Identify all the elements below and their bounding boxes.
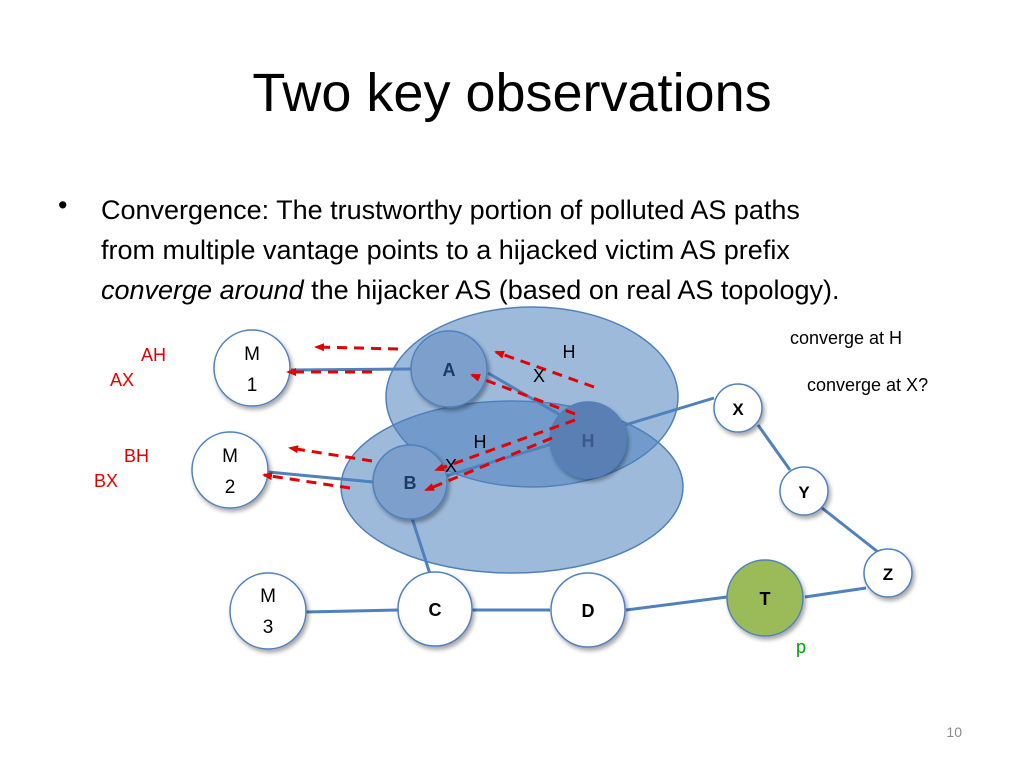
note-converge-at-h: converge at H: [790, 328, 902, 348]
link-y-z: [821, 506, 879, 554]
arrow-h-a-top: [494, 350, 595, 389]
arrow-a-m1-top: [314, 343, 399, 352]
bullet-line-2: from multiple vantage points to a hijack…: [101, 235, 790, 265]
node-m3: [229, 572, 307, 650]
path-label-bh: BH: [124, 446, 149, 466]
link-m2-b: [267, 470, 374, 484]
arrow-h-a: [470, 373, 576, 416]
node-m2: [191, 431, 269, 509]
node-t-label: T: [760, 589, 771, 609]
arrow-h-b: [424, 436, 553, 492]
edge-label-h-mid: H: [474, 432, 487, 452]
slide-number: 10: [946, 724, 962, 740]
node-m2-label-2: 2: [225, 477, 236, 498]
node-b: [372, 444, 448, 520]
link-m3-c: [305, 608, 399, 614]
node-d-label: D: [582, 601, 595, 621]
link-d-t: [625, 595, 728, 612]
bullet-italic-phrase: converge around: [101, 275, 304, 305]
node-t: [726, 559, 804, 637]
node-m3-label-1: M: [260, 586, 276, 607]
bullet-line-3: converge around the hijacker AS (based o…: [101, 270, 981, 310]
link-t-z: [804, 586, 867, 599]
edge-label-x-mid: X: [445, 456, 457, 476]
prefix-label: p: [796, 637, 806, 657]
node-x: [713, 383, 763, 433]
node-m1-label-1: M: [244, 344, 260, 365]
node-b-label: B: [404, 473, 417, 493]
node-m1-label-2: 1: [247, 375, 258, 396]
slide-title: Two key observations: [252, 63, 772, 123]
arrow-b-m2-top: [288, 445, 373, 463]
arrow-b-m2: [262, 472, 351, 490]
path-label-ah: AH: [141, 345, 166, 365]
announcement-arrows: [262, 343, 595, 492]
node-a: [410, 330, 488, 408]
bullet-text: Convergence: The trustworthy portion of …: [101, 190, 981, 310]
node-c: [397, 571, 473, 647]
bullet-line-1: Convergence: The trustworthy portion of …: [101, 195, 800, 225]
node-c-label: C: [429, 600, 442, 620]
path-label-ax: AX: [110, 370, 134, 390]
node-a-label: A: [443, 360, 456, 380]
node-z-label: Z: [883, 565, 893, 584]
bullet-line-3-rest: the hijacker AS (based on real AS topolo…: [303, 275, 840, 305]
note-converge-at-x: converge at X?: [807, 375, 928, 395]
node-x-label: X: [732, 400, 744, 419]
link-x-y: [756, 424, 792, 471]
link-b-c: [410, 517, 432, 575]
edge-label-x-top: X: [533, 366, 545, 386]
node-z: [863, 548, 913, 598]
bullet-marker: •: [58, 190, 68, 220]
path-label-bx: BX: [94, 471, 118, 491]
edge-label-h-top: H: [563, 342, 576, 362]
node-m2-label-1: M: [222, 446, 238, 467]
link-m1-a: [290, 367, 412, 372]
link-h-x: [624, 396, 715, 427]
node-y-label: Y: [798, 483, 810, 502]
node-h-label: H: [582, 431, 595, 451]
node-d: [550, 572, 626, 648]
node-y: [779, 466, 829, 516]
node-m3-label-2: 3: [263, 617, 274, 638]
arrow-h-b-top: [434, 418, 576, 472]
